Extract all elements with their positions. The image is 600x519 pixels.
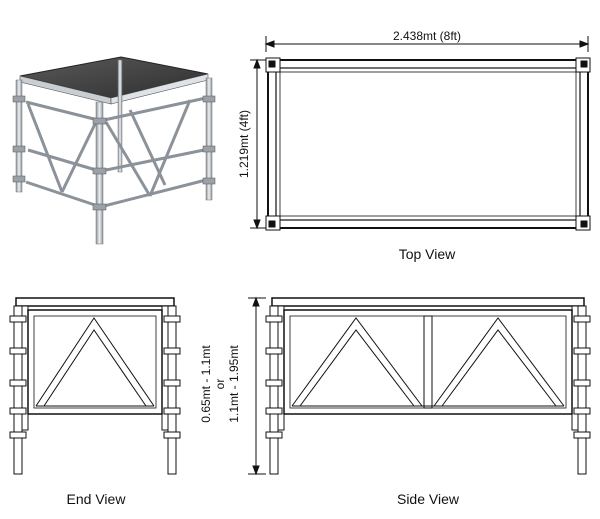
side-view: Side View <box>265 297 591 507</box>
corner-brackets <box>265 57 591 231</box>
top-view-inner-frame <box>279 71 577 217</box>
height-high-label: 1.1mt - 1.95mt <box>227 345 241 423</box>
leg <box>15 79 23 193</box>
side-view-deck <box>271 297 585 307</box>
end-view-frame <box>27 309 163 415</box>
end-view-clamps <box>9 315 181 439</box>
perspective-left-frame <box>25 100 99 208</box>
top-view-inner-frame <box>275 67 581 221</box>
height-dimension-labels: 0.65mt - 1.1mt or 1.1mt - 1.95mt <box>199 345 241 423</box>
top-view-caption: Top View <box>399 246 456 262</box>
side-view-frame-inner <box>289 315 567 409</box>
side-view-caption: Side View <box>397 491 460 507</box>
end-view-deck <box>15 297 175 307</box>
width-dimension-line <box>264 36 590 52</box>
height-dimension-line <box>248 296 266 476</box>
end-view-frame-inner <box>33 315 157 409</box>
end-view-truss <box>35 317 155 407</box>
side-view-frame <box>283 309 573 415</box>
side-view-legs <box>269 305 587 475</box>
end-view-caption: End View <box>67 491 127 507</box>
side-view-clamps <box>265 315 591 439</box>
top-view-outer-frame <box>267 59 589 229</box>
perspective-right-frame <box>103 96 207 208</box>
depth-dimension-line <box>250 58 266 230</box>
perspective-stage-illustration <box>12 56 216 245</box>
side-view-center-post <box>423 315 433 409</box>
leg-clamps <box>12 95 216 211</box>
deck-top <box>19 56 209 99</box>
height-or-label: or <box>213 379 227 390</box>
height-low-label: 0.65mt - 1.1mt <box>199 345 213 423</box>
depth-dimension-label: 1.219mt (4ft) <box>237 110 251 178</box>
leg <box>205 77 213 201</box>
width-dimension-label: 2.438mt (8ft) <box>393 29 461 43</box>
end-view: End View <box>9 297 181 507</box>
side-view-truss <box>291 317 565 407</box>
top-view: 2.438mt (8ft) 1.219mt (4ft) Top View <box>237 29 591 262</box>
